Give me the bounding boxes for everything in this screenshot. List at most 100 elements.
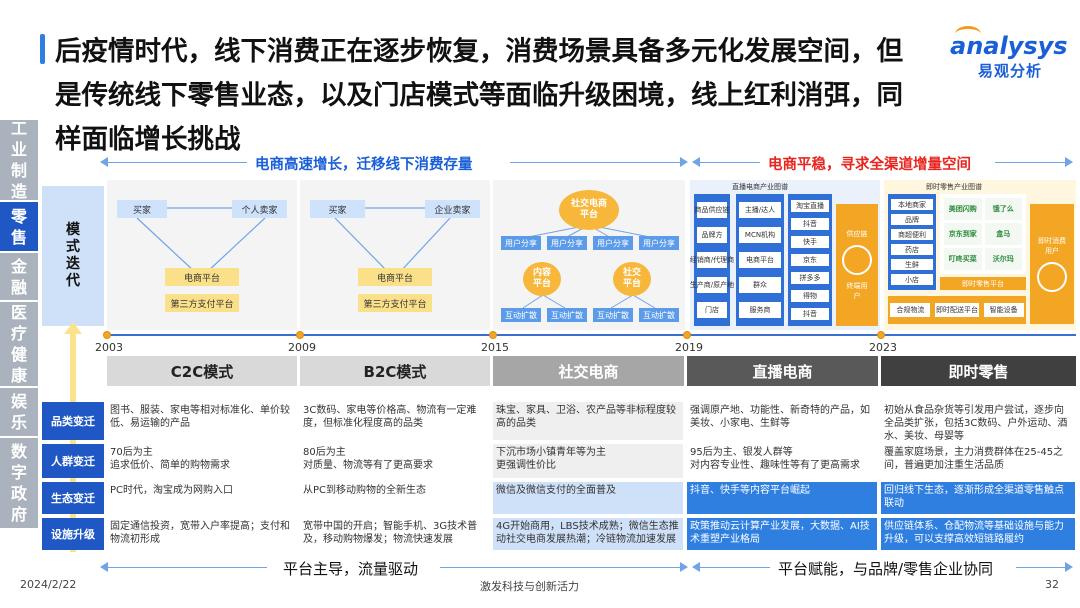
live-col1-item: 门店 [696,302,728,319]
partner-logo: 叮咚买菜 [944,248,982,270]
mode-header: 直播电商 [687,356,878,386]
live-side-label: 终端用户 [846,282,868,300]
year-marker [103,331,111,339]
phase-line [995,162,1065,163]
live-col1-item: 经销商/代理商 [690,251,734,268]
row-label: 人群变迁 [42,444,104,478]
social-content-label: 内容平台 [532,268,551,289]
user-icon [1037,262,1067,292]
logo-text: analysys [950,32,1068,60]
instant-diagram: 即时零售产业图谱 本地商家品牌商超便利药店生鲜小店 美团闪购饿了么京东到家盒马叮… [884,180,1076,330]
phase-line [1016,567,1065,568]
live-col2-item: 群众 [739,277,781,294]
sidebar-item-label: 零售 [10,206,27,247]
instant-header: 即时零售产业图谱 [926,183,982,191]
up-arrow-icon [64,322,82,334]
phase-line [700,162,760,163]
year-marker [296,331,304,339]
social-community-node: 社交平台 [613,262,651,296]
arrow-left-icon [692,562,700,572]
c2c-platform: 电商平台 [165,268,239,286]
timeline-line [106,334,1076,336]
bottom-phase-left: 平台主导，流量驱动 [283,560,419,578]
inst-col1-item: 商超便利 [891,229,933,240]
table-cell: 4G开始商用，LBS技术成熟；微信生态推动社交电商发展热潮；冷链物流加速发展 [493,518,683,550]
c2c-arrows [136,207,266,273]
social-expand-4: 互动扩散 [639,308,679,322]
c2c-payment: 第三方支付平台 [165,294,239,312]
c2c-diagram: 买家 个人卖家 电商平台 第三方支付平台 [107,180,297,330]
instant-bottom-2: 即时配送平台 [934,303,979,317]
sidebar-item-label: 医疗健康 [10,303,27,385]
c2c-buyer: 买家 [117,200,167,218]
table-cell: 固定通信投资，宽带入户率提高；支付和物流初形成 [107,518,296,550]
b2c-payment: 第三方支付平台 [358,294,432,312]
live-col3: 淘宝直播抖音快手京东拼多多得物抖音 [788,194,832,326]
page-title: 后疫情时代，线下消费正在逐步恢复，消费场景具备多元化发展空间，但是传统线下零售业… [55,36,903,155]
year-label: 2009 [288,341,316,354]
table-cell: 供应链体系、仓配物流等基础设施与能力升级，可以支撑高效短链路履约 [881,518,1075,550]
sidebar-item-5: 娱乐 [0,388,38,436]
b2c-platform: 电商平台 [358,268,432,286]
live-col3-item: 抖音 [791,218,829,230]
sidebar-item-label: 工业制造 [10,119,27,201]
b2c-seller: 企业卖家 [425,200,480,218]
live-col3-item: 得物 [791,290,829,302]
arrow-right-icon [1065,157,1073,167]
social-expand-1: 互动扩散 [501,308,541,322]
table-cell: 80后为主 对质量、物流等有了更高要求 [300,444,489,478]
table-cell: 从PC到移动购物的全新生态 [300,482,489,514]
phase-left-label: 电商高速增长，迁移线下消费存量 [255,157,473,173]
social-community-label: 社交平台 [622,268,641,289]
title-accent-bar [40,34,45,64]
inst-col1-item: 生鲜 [891,259,933,270]
live-col1-item: 生产商/原产地 [690,277,734,294]
table-cell: 下沉市场小镇青年等为主 更强调性价比 [493,444,683,478]
mode-iteration-label: 模式迭代 [66,222,80,289]
social-diagram: 社交电商平台 用户分享 用户分享 用户分享 用户分享 内容平台 社交平台 互动扩… [493,180,685,330]
phase-right-label: 电商平稳，寻求全渠道增量空间 [768,157,971,173]
sidebar-item-6: 数字政府 [0,438,38,528]
year-marker [489,331,497,339]
table-cell: 95后为主、银发人群等 对内容专业性、趣味性等有了更高需求 [687,444,877,478]
logo-en: nalysys [966,32,1068,60]
inst-col1-item: 品牌 [891,214,933,225]
sidebar-item-2: 零售 [0,202,38,251]
year-label: 2003 [95,341,123,354]
partner-logo: 饿了么 [984,198,1022,220]
live-side-top: 供应链 [846,230,868,238]
arrow-right-icon [1065,562,1073,572]
table-cell: 强调原产地、功能性、新奇特的产品，如美妆、小家电、生鲜等 [687,402,877,440]
sidebar-item-3: 金融 [0,253,38,300]
social-top-node: 社交电商平台 [559,190,619,230]
live-col2-item: 主播/达人 [739,201,781,218]
footer-center: 激发科技与创新活力 [480,580,579,593]
partner-logo: 美团闪购 [944,198,982,220]
table-cell: 抖音、快手等内容平台崛起 [687,482,877,514]
table-cell: 70后为主 追求低价、简单的购物需求 [107,444,296,478]
social-share-4: 用户分享 [639,236,679,250]
table-cell: 3C数码、家电等价格高、物流有一定难度，但标准化程度高的品类 [300,402,489,440]
phase-line [700,567,770,568]
sidebar-item-label: 金融 [10,256,27,297]
mode-iteration-block: 模式迭代 [42,186,104,326]
partner-logo: 沃尔玛 [984,248,1022,270]
row-label: 设施升级 [42,518,104,550]
footer-date: 2024/2/22 [20,578,77,591]
inst-col1-item: 小店 [891,274,933,285]
year-marker [683,331,691,339]
instant-col1: 本地商家品牌商超便利药店生鲜小店 [888,194,936,290]
row-label: 生态变迁 [42,482,104,514]
live-col1-item: 商品供应链 [695,201,730,218]
live-col3-item: 快手 [791,236,829,248]
table-cell: PC时代，淘宝成为网购入口 [107,482,296,514]
table-cell: 微信及微信支付的全面普及 [493,482,683,514]
table-cell: 初始从食品杂货等引发用户尝试，逐步向全品类扩张，包括3C数码、户外运动、酒水、美… [881,402,1075,440]
mode-header: C2C模式 [107,356,297,386]
sidebar-item-label: 娱乐 [10,392,27,432]
live-col2-item: 电商平台 [739,251,781,268]
instant-logos: 美团闪购饿了么京东到家盒马叮咚买菜沃尔玛 [940,194,1026,274]
live-side-panel: 供应链 终端用户 [836,204,878,326]
up-arrow-shaft [70,332,76,552]
